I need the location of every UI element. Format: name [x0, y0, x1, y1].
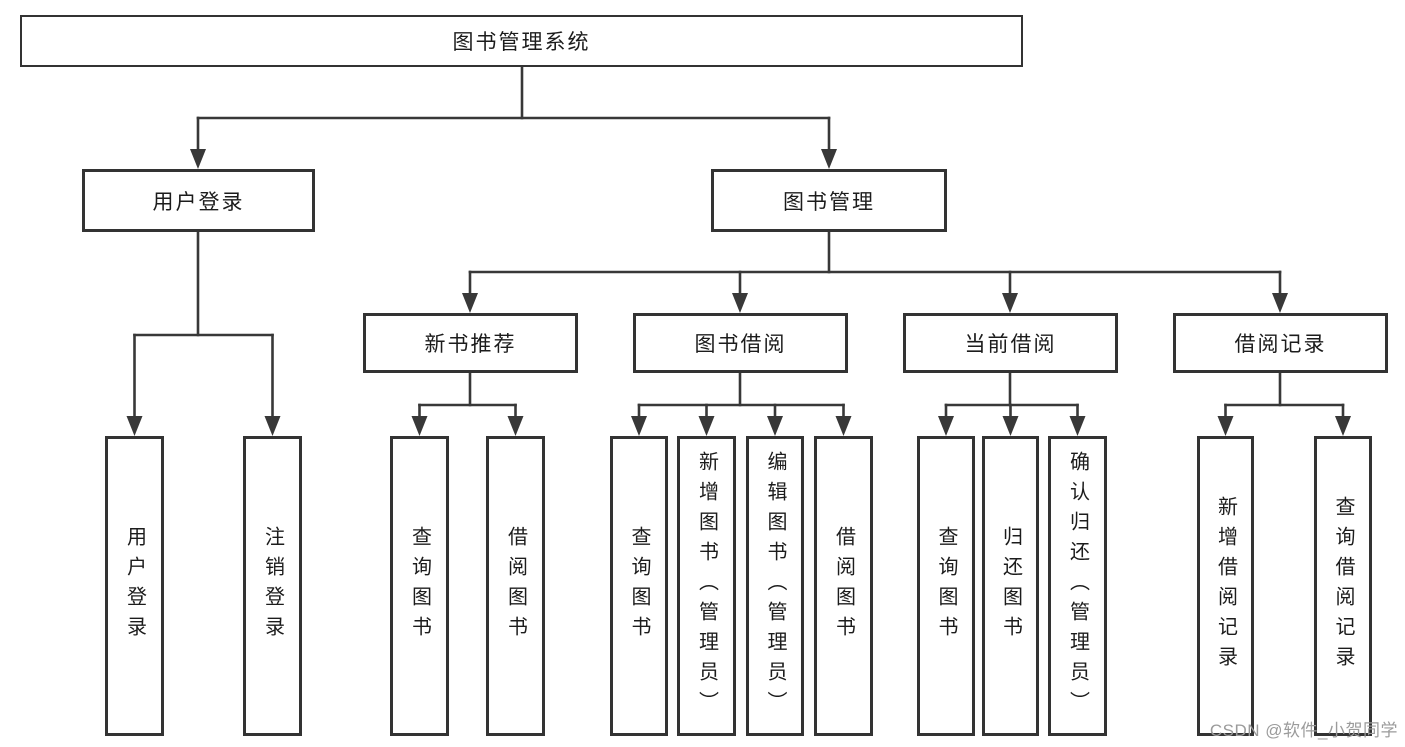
- leaf-query-borrow-record: 查询借阅记录: [1314, 436, 1372, 736]
- leaf-add-books-admin-label: 新增图书（管理员）: [695, 451, 718, 721]
- leaf-query-books-recommend: 查询图书: [390, 436, 449, 736]
- node-new-book-recommend-label: 新书推荐: [424, 333, 517, 356]
- csdn-watermark: CSDN @软件_小贺同学: [1209, 721, 1398, 740]
- leaf-query-books-borrow-label: 查询图书: [628, 526, 650, 646]
- node-book-management: 图书管理: [711, 169, 947, 232]
- leaf-query-books-current-label: 查询图书: [935, 526, 957, 646]
- leaf-add-books-admin: 新增图书（管理员）: [677, 436, 736, 736]
- node-borrow-records: 借阅记录: [1173, 313, 1388, 373]
- leaf-add-borrow-record: 新增借阅记录: [1197, 436, 1254, 736]
- leaf-edit-books-admin-label: 编辑图书（管理员）: [764, 451, 786, 721]
- node-user-login: 用户登录: [82, 169, 315, 232]
- leaf-logout: 注销登录: [243, 436, 302, 736]
- leaf-return-books: 归还图书: [982, 436, 1039, 736]
- leaf-query-books-recommend-label: 查询图书: [408, 526, 431, 646]
- leaf-confirm-return-admin: 确认归还（管理员）: [1048, 436, 1107, 736]
- leaf-borrow-books-recommend-label: 借阅图书: [504, 526, 527, 646]
- leaf-query-books-borrow: 查询图书: [610, 436, 668, 736]
- node-root-label: 图书管理系统: [452, 31, 591, 54]
- node-new-book-recommend: 新书推荐: [363, 313, 578, 373]
- node-root: 图书管理系统: [20, 15, 1023, 67]
- leaf-query-borrow-record-label: 查询借阅记录: [1332, 496, 1354, 676]
- leaf-borrow-books-label: 借阅图书: [832, 526, 855, 646]
- node-book-borrow: 图书借阅: [633, 313, 848, 373]
- node-borrow-records-label: 借阅记录: [1234, 333, 1327, 356]
- node-user-login-label: 用户登录: [152, 190, 245, 214]
- leaf-user-login-label: 用户登录: [123, 526, 146, 646]
- node-current-borrow-label: 当前借阅: [964, 333, 1057, 356]
- node-book-management-label: 图书管理: [783, 190, 875, 214]
- leaf-borrow-books-recommend: 借阅图书: [486, 436, 545, 736]
- node-book-borrow-label: 图书借阅: [694, 333, 787, 356]
- leaf-return-books-label: 归还图书: [999, 526, 1022, 646]
- leaf-user-login: 用户登录: [105, 436, 164, 736]
- leaf-logout-label: 注销登录: [261, 526, 284, 646]
- node-current-borrow: 当前借阅: [903, 313, 1118, 373]
- leaf-borrow-books: 借阅图书: [814, 436, 873, 736]
- leaf-edit-books-admin: 编辑图书（管理员）: [746, 436, 804, 736]
- leaf-query-books-current: 查询图书: [917, 436, 975, 736]
- leaf-confirm-return-admin-label: 确认归还（管理员）: [1066, 451, 1089, 721]
- leaf-add-borrow-record-label: 新增借阅记录: [1214, 496, 1237, 676]
